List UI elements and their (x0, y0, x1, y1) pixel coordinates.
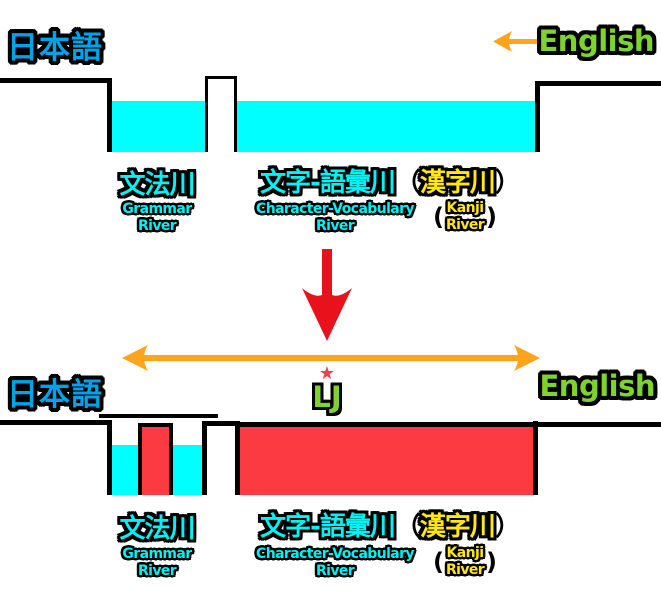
charvocab-river-name-en-top: Character-Vocabulary River (256, 201, 415, 234)
bottom-right-bank-wall (533, 421, 538, 495)
grammar-river-name-jp-top: 文法川 (119, 170, 195, 200)
close-paren: ） (494, 168, 521, 198)
kanji-river-name-jp-top: 漢字川 (419, 168, 496, 198)
grammar-river-name-en-top: Grammar River (122, 201, 192, 234)
english-label-top: English (538, 24, 654, 58)
bottom-island-pillar (202, 421, 240, 495)
grammar-river-bridge (99, 414, 218, 418)
top-left-bank-surface (0, 78, 112, 83)
bottom-left-bank-wall (107, 420, 112, 495)
star-icon: ★ (318, 363, 336, 384)
grammar-river-name-jp-bottom: 文法川 (119, 514, 195, 544)
charvocab-river-name-jp-top: 文字-語彙川 （ 漢字川 ） (258, 162, 522, 199)
english-label-bottom: English (539, 369, 655, 403)
filled-charvocab-river (240, 427, 533, 495)
open-paren: （ (394, 512, 421, 542)
bottom-right-bank-surface (533, 422, 661, 427)
japanese-label-top: 日本語 (7, 30, 103, 66)
grammar-river-name-en-bottom: Grammar River (122, 546, 192, 579)
left-arrow-icon (493, 31, 540, 52)
top-charvocab-river-water (237, 101, 535, 152)
double-arrow-icon (122, 345, 540, 371)
top-island-pillar (205, 76, 237, 152)
charvocab-river-name-en-bottom: Character-Vocabulary River (256, 546, 415, 579)
kanji-river-name-jp-bottom: 漢字川 (419, 512, 496, 542)
close-paren: ） (494, 512, 521, 542)
bottom-grammar-river-water-left (112, 445, 138, 495)
down-arrow-icon (302, 249, 352, 341)
filled-river-cap (236, 422, 538, 427)
japanese-label-bottom: 日本語 (7, 377, 103, 413)
top-grammar-river-water (112, 101, 205, 152)
open-paren: （ (394, 168, 421, 198)
bottom-left-bank-surface (0, 420, 112, 425)
kanji-river-name-en-top: ( Kanji River ) (432, 200, 498, 233)
top-left-bank-wall (107, 78, 112, 152)
charvocab-river-name-jp-bottom: 文字-語彙川 （ 漢字川 ） (258, 506, 522, 543)
bridge-support-pillar (138, 423, 173, 495)
top-right-bank-surface (535, 81, 661, 86)
kanji-river-name-en-bottom: ( Kanji River ) (432, 545, 498, 578)
bottom-grammar-river-water-right (173, 445, 205, 495)
lj-label: LJ (312, 380, 342, 414)
top-right-bank-wall (535, 81, 540, 152)
